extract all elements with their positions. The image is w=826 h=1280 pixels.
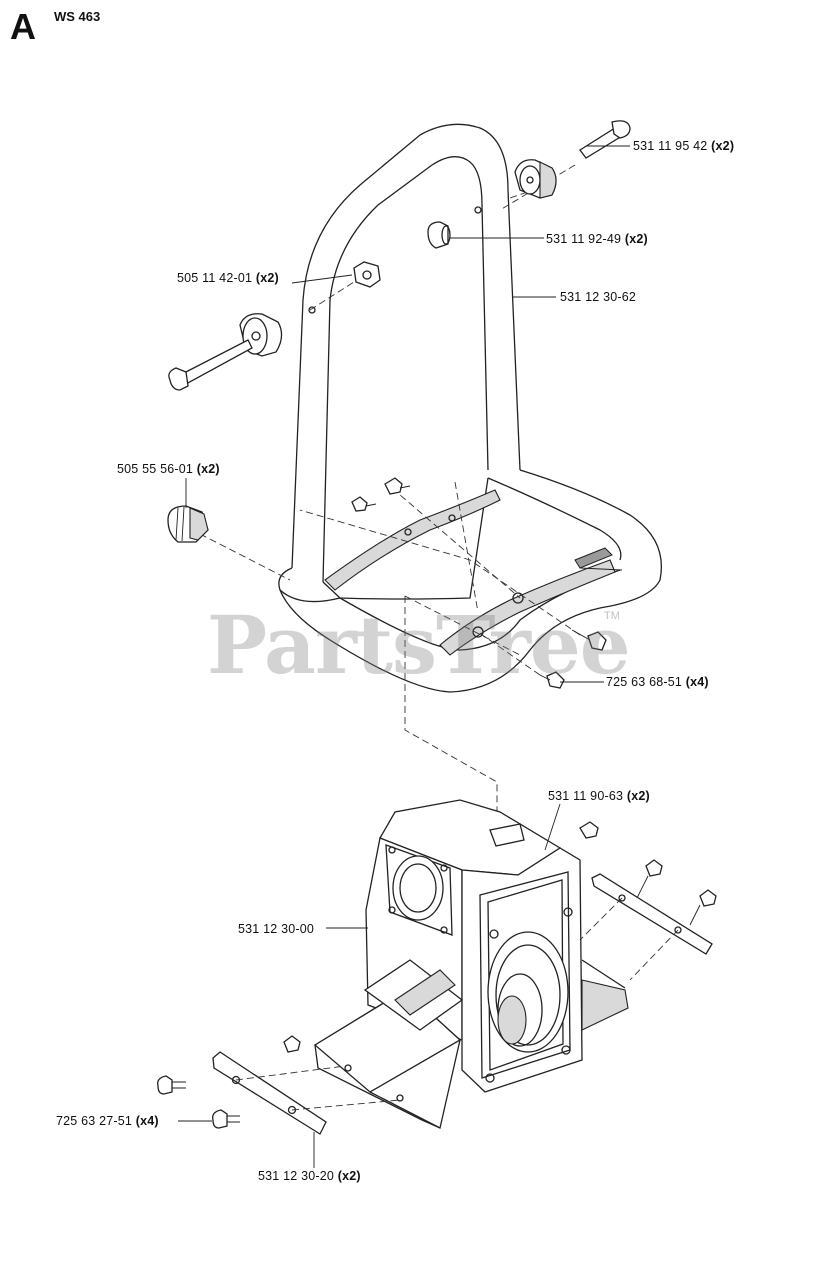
part-number: 531 12 30-00 xyxy=(238,922,315,936)
part-qty: (x2) xyxy=(337,1169,361,1183)
part-number: 505 11 42-01 xyxy=(177,271,253,285)
part-number: 531 12 30-62 xyxy=(560,290,637,304)
part-qty: (x2) xyxy=(255,271,279,285)
cap-nut-531-11-92-49 xyxy=(427,221,451,249)
handle-frame xyxy=(278,123,663,693)
part-number: 531 12 30-20 xyxy=(258,1169,335,1183)
assembly-lines xyxy=(199,164,581,940)
plate-right xyxy=(579,873,713,981)
part-label: 531 11 90-63 (x2) xyxy=(548,789,650,803)
bolt-left xyxy=(168,339,253,391)
part-label: 531 12 30-20 (x2) xyxy=(258,1169,361,1183)
part-number: 725 63 68-51 xyxy=(606,675,683,689)
section-letter: A xyxy=(10,6,36,47)
part-label: 531 11 95 42 (x2) xyxy=(633,139,734,153)
part-number: 531 11 92-49 xyxy=(546,232,622,246)
part-label: 725 63 68-51 (x4) xyxy=(606,675,709,689)
part-qty: (x2) xyxy=(196,462,220,476)
screws-725-63-68-51 xyxy=(351,477,607,689)
leader-lines xyxy=(178,145,630,1168)
bolt-531-11-95-42 xyxy=(579,120,631,159)
housing-screws xyxy=(283,821,717,1053)
engine-housing xyxy=(313,799,629,1129)
part-qty: (x2) xyxy=(711,139,735,153)
part-label: 531 12 30-00 xyxy=(238,922,314,936)
part-label: 725 63 27-51 (x4) xyxy=(56,1114,159,1128)
part-qty: (x2) xyxy=(626,789,650,803)
model-number: WS 463 xyxy=(54,9,101,24)
grommet-505-55-56-01 xyxy=(167,505,209,543)
part-qty: (x2) xyxy=(624,232,648,246)
part-number: 531 11 90-63 xyxy=(548,789,624,803)
part-label: 531 12 30-62 xyxy=(560,290,636,304)
part-label: 505 11 42-01 (x2) xyxy=(177,271,279,285)
watermark-tm: TM xyxy=(604,610,620,622)
part-number: 725 63 27-51 xyxy=(56,1114,133,1128)
plate-531-12-30-20 xyxy=(212,1051,401,1135)
watermark: PartsTree xyxy=(207,598,631,692)
part-label: 531 11 92-49 (x2) xyxy=(546,232,648,246)
screws-725-63-27-51 xyxy=(157,1075,240,1129)
part-qty: (x4) xyxy=(685,675,709,689)
part-number: 505 55 56-01 xyxy=(117,462,194,476)
nut-505-11-42-01 xyxy=(353,261,381,288)
bushing-top-right xyxy=(514,159,557,199)
part-qty: (x4) xyxy=(135,1114,159,1128)
part-number: 531 11 95 42 xyxy=(633,139,708,153)
part-label: 505 55 56-01 (x2) xyxy=(117,462,220,476)
